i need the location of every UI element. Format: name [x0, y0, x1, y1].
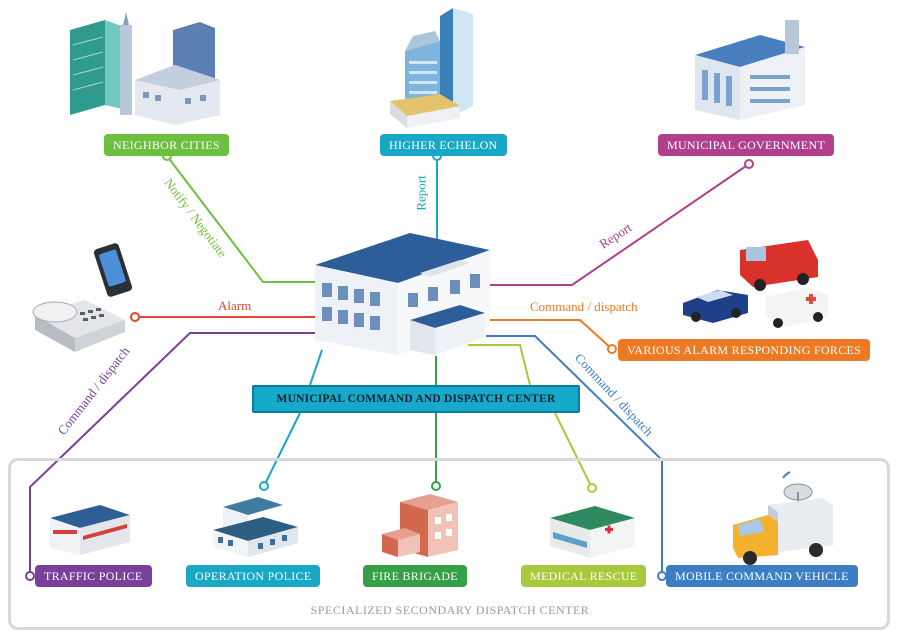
edge-line-mobile-command [486, 335, 663, 576]
edge-line-neighbor-cities [166, 155, 318, 283]
node-medical-rescue: MEDICAL RESCUE [521, 565, 647, 587]
edge-label-report-up: Report [413, 175, 429, 211]
telephone-icon [32, 243, 133, 352]
medical-rescue-building-icon [550, 506, 635, 558]
node-municipal-government: MUNICIPAL GOVERNMENT [658, 134, 835, 156]
office-tower-icon [390, 8, 473, 128]
mobile-command-truck-icon [733, 471, 833, 565]
edge-line-medical-rescue [468, 344, 531, 386]
edge-label-command-forces: Command / dispatch [530, 299, 638, 314]
operation-police-building-icon [213, 497, 298, 557]
node-alarm-forces: VARIOUS ALARM RESPONDING FORCES [618, 339, 871, 361]
edge-label-alarm: Alarm [218, 298, 252, 313]
node-fire-brigade: FIRE BRIGADE [363, 565, 467, 587]
emergency-vehicles-icon [683, 240, 828, 328]
node-higher-echelon: HIGHER ECHELON [380, 134, 507, 156]
edge-line-traffic-police [29, 332, 318, 576]
government-building-icon [695, 20, 805, 120]
traffic-police-building-icon [50, 505, 130, 555]
node-mobile-command-vehicle: MOBILE COMMAND VEHICLE [666, 565, 858, 587]
edge-line-operation-police [309, 349, 323, 386]
edge-line-municipal-government [490, 163, 750, 286]
fire-brigade-building-icon [382, 494, 458, 557]
frame-caption: SPECIALIZED SECONDARY DISPATCH CENTER [310, 603, 590, 617]
secondary-dispatch-frame [8, 458, 890, 630]
edge-line-alarm-forces [490, 319, 613, 350]
node-operation-police: OPERATION POLICE [186, 565, 321, 587]
node-traffic-police: TRAFFIC POLICE [35, 565, 152, 587]
central-node: MUNICIPAL COMMAND AND DISPATCH CENTER [252, 385, 580, 413]
command-center-building-icon [315, 233, 490, 355]
node-neighbor-cities: NEIGHBOR CITIES [104, 134, 229, 156]
city-buildings-icon [70, 12, 220, 125]
